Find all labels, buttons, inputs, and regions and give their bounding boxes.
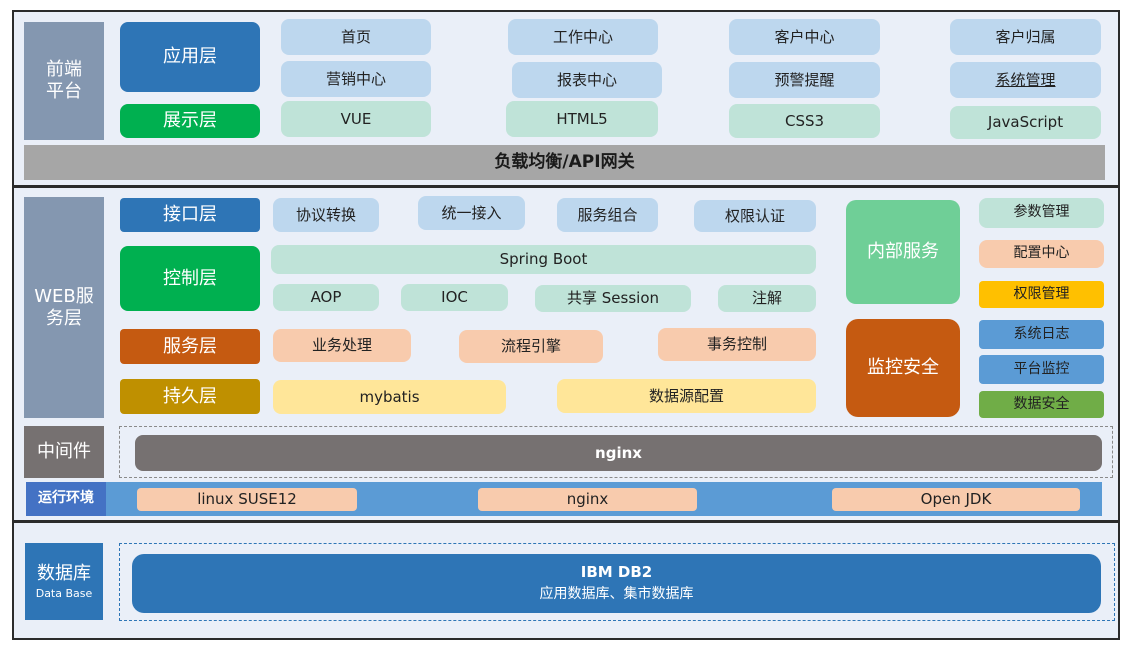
database-container	[119, 543, 1115, 621]
control-item-shared-session: 共享 Session	[535, 285, 691, 312]
spring-boot: Spring Boot	[271, 245, 816, 274]
control-item-aop: AOP	[273, 284, 379, 311]
middleware-container	[119, 426, 1113, 478]
persist-layer: 持久层	[120, 379, 260, 414]
app-item-alert: 预警提醒	[729, 62, 880, 98]
frontend-side-label: 前端 平台	[24, 22, 104, 140]
tech-javascript: JavaScript	[950, 106, 1101, 139]
control-layer: 控制层	[120, 246, 260, 311]
database-side-label: 数据库 Data Base	[25, 543, 103, 620]
app-item-home: 首页	[281, 19, 431, 55]
monitor-item-data-security: 数据安全	[979, 391, 1104, 418]
tech-html5: HTML5	[506, 101, 658, 137]
runtime-item-nginx: nginx	[478, 488, 697, 511]
monitor-item-platform-monitor: 平台监控	[979, 355, 1104, 384]
runtime-label: 运行环境	[26, 482, 106, 516]
internal-item-params: 参数管理	[979, 198, 1104, 228]
gateway-bar: 负载均衡/API网关	[24, 145, 1105, 180]
app-item-customer-center: 客户中心	[729, 19, 880, 55]
interface-item-protocol: 协议转换	[273, 198, 379, 232]
middleware-label: 中间件	[24, 426, 104, 478]
middleware-nginx-bar: nginx	[135, 435, 1102, 471]
runtime-item-openjdk: Open JDK	[832, 488, 1080, 511]
database-label: 数据库	[37, 563, 91, 585]
tech-vue: VUE	[281, 101, 431, 137]
app-item-report-center: 报表中心	[512, 62, 662, 98]
database-bar: IBM DB2 应用数据库、集市数据库	[132, 554, 1101, 613]
service-item-transaction: 事务控制	[658, 328, 816, 361]
service-item-business: 业务处理	[273, 329, 411, 362]
service-layer: 服务层	[120, 329, 260, 364]
web-side-label: WEB服 务层	[24, 197, 104, 418]
control-item-ioc: IOC	[401, 284, 508, 311]
service-item-workflow: 流程引擎	[459, 330, 603, 363]
database-subtitle: 应用数据库、集市数据库	[539, 585, 694, 602]
app-item-customer-ownership: 客户归属	[950, 19, 1101, 55]
persist-item-mybatis: mybatis	[273, 380, 506, 414]
persist-item-datasource: 数据源配置	[557, 379, 816, 413]
control-item-annotation: 注解	[718, 285, 816, 312]
runtime-item-linux: linux SUSE12	[137, 488, 357, 511]
app-item-system-management[interactable]: 系统管理	[950, 62, 1101, 98]
internal-item-permission: 权限管理	[979, 281, 1104, 308]
internal-service: 内部服务	[846, 200, 960, 304]
interface-item-service-composition: 服务组合	[557, 198, 658, 232]
app-item-work-center: 工作中心	[508, 19, 658, 55]
database-title: IBM DB2	[580, 562, 653, 581]
monitor-item-system-log: 系统日志	[979, 320, 1104, 349]
monitor-security: 监控安全	[846, 319, 960, 417]
interface-item-unified-access: 统一接入	[418, 196, 525, 230]
interface-layer: 接口层	[120, 198, 260, 232]
database-sublabel: Data Base	[35, 586, 93, 600]
tech-css3: CSS3	[729, 104, 880, 138]
app-item-marketing-center: 营销中心	[281, 61, 431, 97]
app-layer: 应用层	[120, 22, 260, 92]
display-layer: 展示层	[120, 104, 260, 138]
internal-item-config-center: 配置中心	[979, 240, 1104, 268]
interface-item-auth: 权限认证	[694, 200, 816, 232]
